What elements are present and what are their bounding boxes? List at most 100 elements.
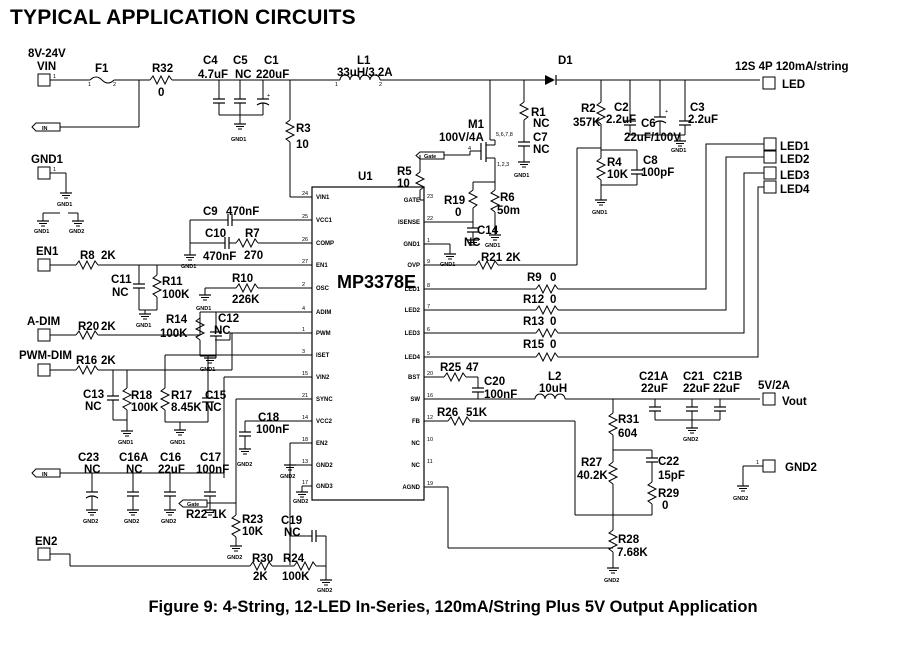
left-control-section: GND1 1 GND1 GND1 GND2 C9 470nF C10 470nF… — [19, 154, 312, 565]
svg-text:C5: C5 — [233, 55, 248, 67]
svg-text:C8: C8 — [643, 155, 658, 167]
ic-right-pin-number: 1 — [427, 238, 430, 244]
svg-text:2: 2 — [379, 82, 382, 88]
svg-text:22uF: 22uF — [641, 383, 668, 395]
svg-text:GND2: GND2 — [293, 499, 308, 505]
svg-text:LED1: LED1 — [780, 141, 810, 153]
net-gate-flag-2 — [178, 499, 208, 508]
svg-text:Gate: Gate — [187, 502, 199, 508]
svg-text:PWM-DIM: PWM-DIM — [19, 350, 72, 362]
resistor-r32 — [149, 74, 173, 86]
ic-right-pin-number: 22 — [427, 216, 433, 222]
svg-text:NC: NC — [205, 402, 222, 414]
ic-left-pin-number: 24 — [302, 191, 308, 197]
ic-left-pin-name: EN2 — [316, 441, 328, 447]
svg-text:GND1: GND1 — [181, 264, 196, 270]
input-section: 8V-24V VIN 1 F1 1 2 R32 0 IN C4 4.7uF C5… — [28, 48, 340, 143]
svg-text:C11: C11 — [111, 274, 132, 286]
svg-text:0: 0 — [550, 339, 556, 351]
svg-text:R4: R4 — [607, 157, 622, 169]
svg-text:LED2: LED2 — [780, 154, 809, 166]
svg-text:GND2: GND2 — [604, 578, 619, 584]
svg-text:10K: 10K — [607, 169, 629, 181]
page-header: TYPICAL APPLICATION CIRCUITS — [10, 6, 356, 29]
svg-text:GND2: GND2 — [237, 462, 252, 468]
svg-text:2K: 2K — [253, 571, 268, 583]
ic-right-pin-name: SW — [410, 397, 420, 403]
ic-left-pin-name: SYNC — [316, 397, 333, 403]
svg-text:10K: 10K — [242, 526, 264, 538]
svg-text:5,6,7,8: 5,6,7,8 — [496, 132, 513, 138]
svg-text:C12: C12 — [218, 313, 239, 325]
ic-right-pin-number: 16 — [427, 393, 433, 399]
svg-text:0: 0 — [455, 207, 461, 219]
svg-text:R9: R9 — [527, 272, 542, 284]
gnd2-connector — [762, 459, 776, 473]
svg-text:2K: 2K — [506, 252, 521, 264]
svg-text:C10: C10 — [205, 228, 226, 240]
ic-right-pin-name: NC — [411, 441, 420, 447]
ic-left-pin-name: ISET — [316, 353, 330, 359]
svg-text:100pF: 100pF — [641, 167, 674, 179]
led3-connector — [763, 166, 777, 180]
svg-text:100nF: 100nF — [484, 389, 517, 401]
svg-text:40.2K: 40.2K — [577, 470, 608, 482]
svg-text:R20: R20 — [78, 321, 99, 333]
svg-text:GND2: GND2 — [280, 474, 295, 480]
svg-text:NC: NC — [112, 287, 129, 299]
ic-left-pin-name: EN1 — [316, 263, 328, 269]
svg-text:470nF: 470nF — [226, 206, 259, 218]
vout-connector — [762, 392, 776, 406]
svg-text:C19: C19 — [281, 515, 302, 527]
svg-text:4.7uF: 4.7uF — [198, 69, 228, 81]
svg-text:2K: 2K — [101, 321, 116, 333]
svg-text:C7: C7 — [533, 132, 548, 144]
svg-text:R26: R26 — [437, 407, 458, 419]
ic-left-pin-name: OSC — [316, 286, 330, 292]
svg-text:NC: NC — [533, 144, 550, 156]
ic-right-pin-number: 6 — [427, 327, 430, 333]
output-caps: R2 357K R4 10K GND1 C8 100pF C2 2.2uF + … — [573, 80, 718, 265]
svg-text:IN: IN — [42, 126, 48, 132]
ic-right-pin-name: GND1 — [403, 242, 420, 248]
ic-left-pin-number: 17 — [302, 480, 308, 486]
svg-text:GND1: GND1 — [196, 306, 211, 312]
svg-text:R29: R29 — [658, 488, 679, 500]
svg-text:NC: NC — [84, 464, 101, 476]
svg-text:NC: NC — [464, 237, 481, 249]
ic-right-pin-name: LED3 — [405, 331, 421, 337]
svg-text:C13: C13 — [83, 389, 104, 401]
svg-text:C15: C15 — [205, 390, 227, 402]
svg-text:NC: NC — [533, 118, 550, 130]
svg-text:5V/2A: 5V/2A — [758, 380, 790, 392]
svg-text:GND1: GND1 — [592, 210, 607, 216]
svg-text:R6: R6 — [500, 192, 515, 204]
svg-text:LED4: LED4 — [780, 184, 810, 196]
svg-text:GND1: GND1 — [118, 440, 133, 446]
svg-text:LED3: LED3 — [780, 170, 809, 182]
led4-connector — [763, 180, 777, 194]
svg-text:R17: R17 — [171, 390, 192, 402]
ic-right-pin-number: 8 — [427, 283, 430, 289]
svg-text:LED: LED — [782, 79, 805, 91]
fuse-f1 — [89, 76, 115, 84]
svg-text:R7: R7 — [245, 228, 260, 240]
svg-text:R27: R27 — [581, 457, 602, 469]
svg-text:C9: C9 — [203, 206, 218, 218]
boost-power-stage: L1 33uH/3.2A 1 2 D1 12S 4P 120mA/string … — [284, 55, 849, 268]
svg-text:100K: 100K — [160, 328, 188, 340]
ic-right-pin-name: LED4 — [405, 355, 421, 361]
svg-text:C22: C22 — [658, 456, 679, 468]
ic-left-pin-number: 3 — [302, 349, 305, 355]
svg-text:L1: L1 — [357, 55, 371, 67]
svg-text:2K: 2K — [101, 355, 116, 367]
svg-text:22uF: 22uF — [158, 464, 185, 476]
svg-text:R15: R15 — [523, 339, 545, 351]
pwmdim-connector — [37, 363, 51, 377]
svg-text:M1: M1 — [468, 119, 485, 131]
svg-text:GND2: GND2 — [83, 519, 98, 525]
svg-text:NC: NC — [214, 325, 231, 337]
ic-left-pin-number: 15 — [302, 371, 308, 377]
led-channel-connectors: LED1 LED2 LED3 LED4 R9 0 R12 0 R13 0 R15… — [424, 137, 810, 363]
en2-connector — [37, 547, 51, 561]
